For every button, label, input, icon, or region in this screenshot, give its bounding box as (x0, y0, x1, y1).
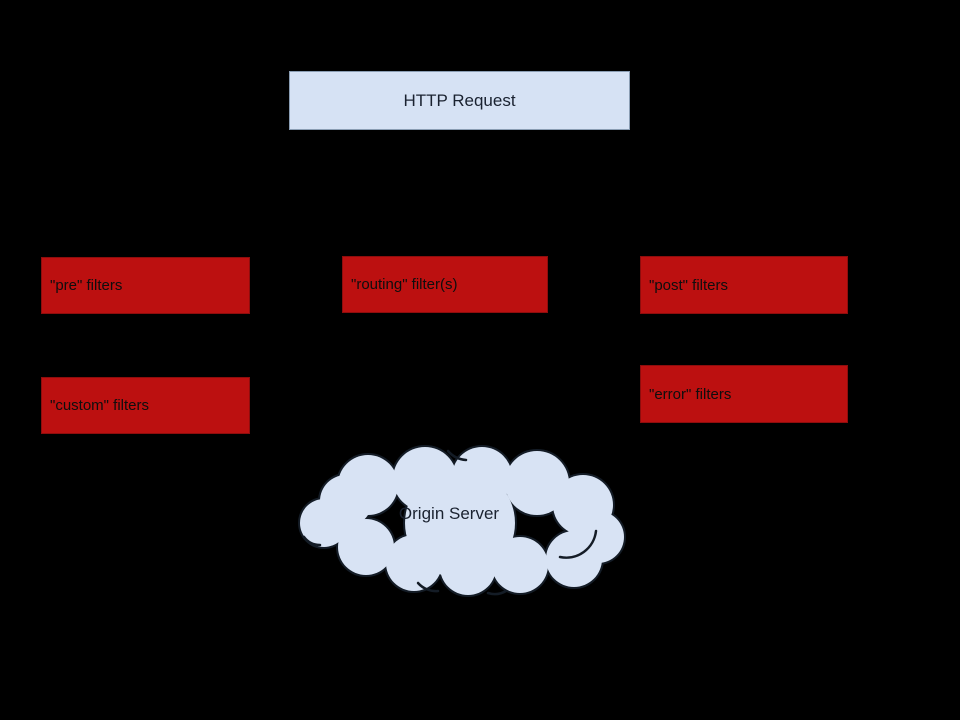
origin-server-cloud: Origin Server (290, 443, 628, 597)
custom-filters-label: "custom" filters (50, 397, 150, 414)
cloud-hook-arcs (302, 449, 598, 596)
custom-filters-box: "custom" filters (41, 377, 250, 434)
error-filters-box: "error" filters (640, 365, 848, 423)
cloud-puffs-fill (300, 447, 624, 595)
http-request-label: HTTP Request (403, 90, 516, 110)
pre-filters-label: "pre" filters (50, 277, 123, 294)
http-request-box: HTTP Request (289, 71, 630, 130)
error-filters-label: "error" filters (649, 385, 732, 403)
routing-filters-label: "routing" filter(s) (351, 276, 458, 293)
post-filters-box: "post" filters (640, 256, 848, 314)
pre-filters-box: "pre" filters (41, 257, 250, 314)
origin-server-label: Origin Server (398, 504, 500, 523)
routing-filters-box: "routing" filter(s) (342, 256, 548, 313)
post-filters-label: "post" filters (649, 276, 729, 294)
cloud-icon (298, 445, 626, 597)
